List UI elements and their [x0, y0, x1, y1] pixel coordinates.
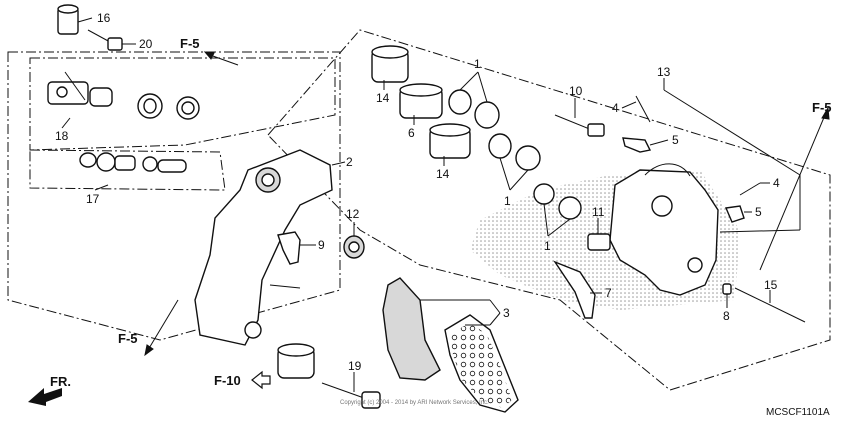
direction-label: FR.	[50, 374, 71, 389]
callout-3: 3	[503, 306, 510, 320]
callout-14-top: 14	[376, 91, 390, 105]
bleeder-screw-right	[739, 182, 761, 196]
pad-pin-long	[734, 287, 806, 323]
bleeder-cap-right	[724, 205, 745, 223]
callout-1-middle: 1	[504, 194, 511, 208]
callout-16: 16	[97, 11, 111, 25]
ref-label-left: F-5	[118, 331, 138, 346]
callout-numbers: 16 20 2 17 18 12 9 14 6 14 1 1 1 10 4 5 …	[55, 11, 780, 373]
dust-boot	[343, 235, 365, 259]
callout-18: 18	[55, 129, 69, 143]
callout-11: 11	[592, 205, 605, 219]
diagram-code: MCSCF1101A	[766, 407, 830, 418]
mounting-bolt	[321, 382, 381, 409]
bracket-collar	[277, 343, 315, 379]
callout-6: 6	[408, 126, 415, 140]
left-assembly-boundary	[7, 51, 341, 341]
callout-1-top: 1	[474, 57, 481, 71]
brake-pad-a	[382, 277, 441, 381]
callout-17: 17	[86, 192, 100, 206]
callout-9: 9	[318, 238, 325, 252]
pad-clip	[277, 231, 301, 265]
flange-bolt	[87, 29, 123, 51]
f10-arrow	[251, 370, 271, 390]
piston-seals	[448, 89, 582, 220]
piston-middle	[399, 83, 443, 119]
piston-bottom	[429, 123, 471, 159]
bleeder-cap-upper	[622, 137, 652, 153]
callout-13: 13	[657, 65, 671, 79]
callout-5-upper: 5	[672, 133, 679, 147]
caliper-bolt	[587, 233, 611, 251]
bleeder-screw-upper	[635, 95, 651, 123]
ref-label-top: F-5	[180, 36, 200, 51]
pad-pin	[554, 114, 605, 137]
reference-arrows	[28, 51, 830, 406]
pad-spring	[553, 260, 596, 319]
pin-assembly-boundary	[29, 57, 336, 151]
piston-top	[371, 45, 409, 83]
callout-10: 10	[569, 84, 583, 98]
callout-8: 8	[723, 309, 730, 323]
callout-19: 19	[348, 359, 362, 373]
seal-kit	[79, 152, 187, 173]
callout-12: 12	[346, 207, 360, 221]
leader-lines	[61, 17, 801, 392]
callout-14-bottom: 14	[436, 167, 450, 181]
ref-label-right: F-5	[812, 100, 832, 115]
ref-label-bottom: F-10	[214, 373, 241, 388]
callout-15: 15	[764, 278, 778, 292]
callout-20: 20	[139, 37, 153, 51]
callout-1-bottom: 1	[544, 239, 551, 253]
bolt-collar	[57, 4, 79, 35]
fr-arrow-icon	[28, 388, 62, 406]
callout-2: 2	[346, 155, 353, 169]
seal-kit-boundary	[29, 149, 226, 191]
pin-boot-set	[47, 71, 200, 120]
callout-4-right: 4	[773, 176, 780, 190]
pin-plug	[722, 283, 732, 295]
callout-5-right: 5	[755, 205, 762, 219]
callout-4-upper: 4	[612, 101, 619, 115]
caliper-bracket	[194, 149, 333, 346]
caliper-assembly-boundary	[267, 29, 831, 391]
callout-7: 7	[605, 286, 612, 300]
copyright-notice: Copyright (c) 2004 - 2014 by ARI Network…	[340, 400, 489, 406]
